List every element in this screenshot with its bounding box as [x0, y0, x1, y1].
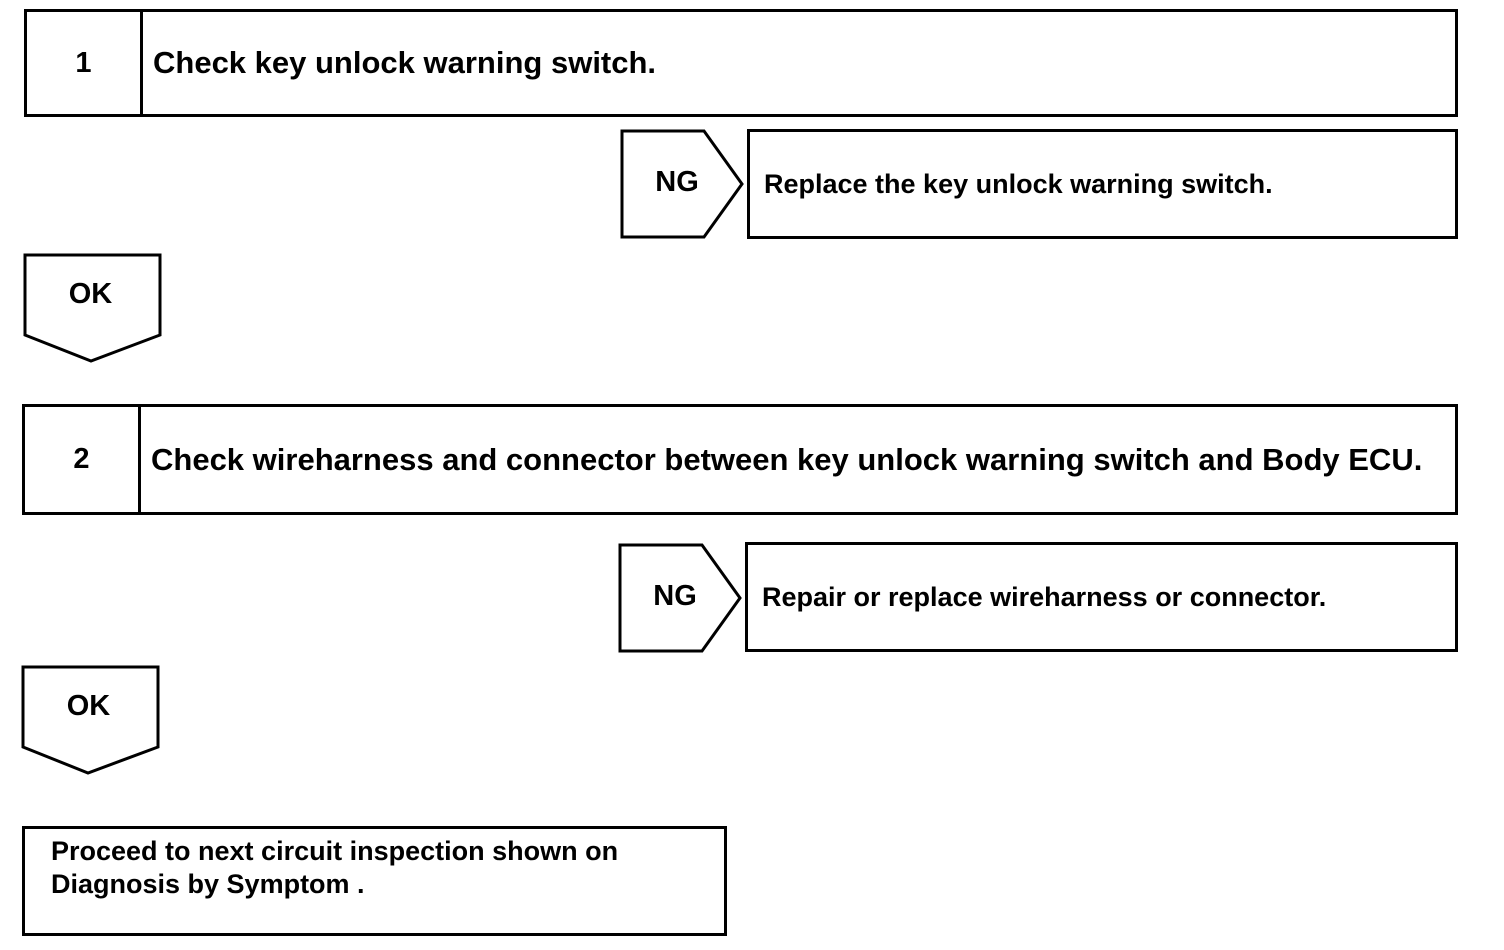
ok-label-1: OK — [68, 278, 113, 310]
step-1-box: 1 Check key unlock warning switch. — [24, 9, 1458, 117]
ok-arrow-1 — [23, 253, 162, 363]
ok-label-2: OK — [66, 690, 111, 722]
step-2-box: 2 Check wireharness and connector betwee… — [22, 404, 1458, 515]
step-2-number: 2 — [25, 407, 141, 512]
ng-label-1: NG — [655, 166, 699, 198]
ng-arrow-2 — [618, 543, 742, 653]
ng-result-box-2: Repair or replace wireharness or connect… — [745, 542, 1458, 652]
ng-arrow-1 — [620, 129, 744, 239]
final-result-box: Proceed to next circuit inspection shown… — [22, 826, 727, 936]
step-1-text: Check key unlock warning switch. — [153, 45, 657, 80]
final-result-text: Proceed to next circuit inspection shown… — [51, 836, 619, 899]
ng-label-2: NG — [653, 580, 697, 612]
step-2-text: Check wireharness and connector between … — [151, 441, 1423, 477]
ok-arrow-2 — [21, 665, 160, 775]
ng-result-text-2: Repair or replace wireharness or connect… — [762, 581, 1327, 612]
step-1-number: 1 — [27, 12, 143, 114]
ng-result-box-1: Replace the key unlock warning switch. — [747, 129, 1458, 239]
ng-result-text-1: Replace the key unlock warning switch. — [764, 168, 1273, 199]
